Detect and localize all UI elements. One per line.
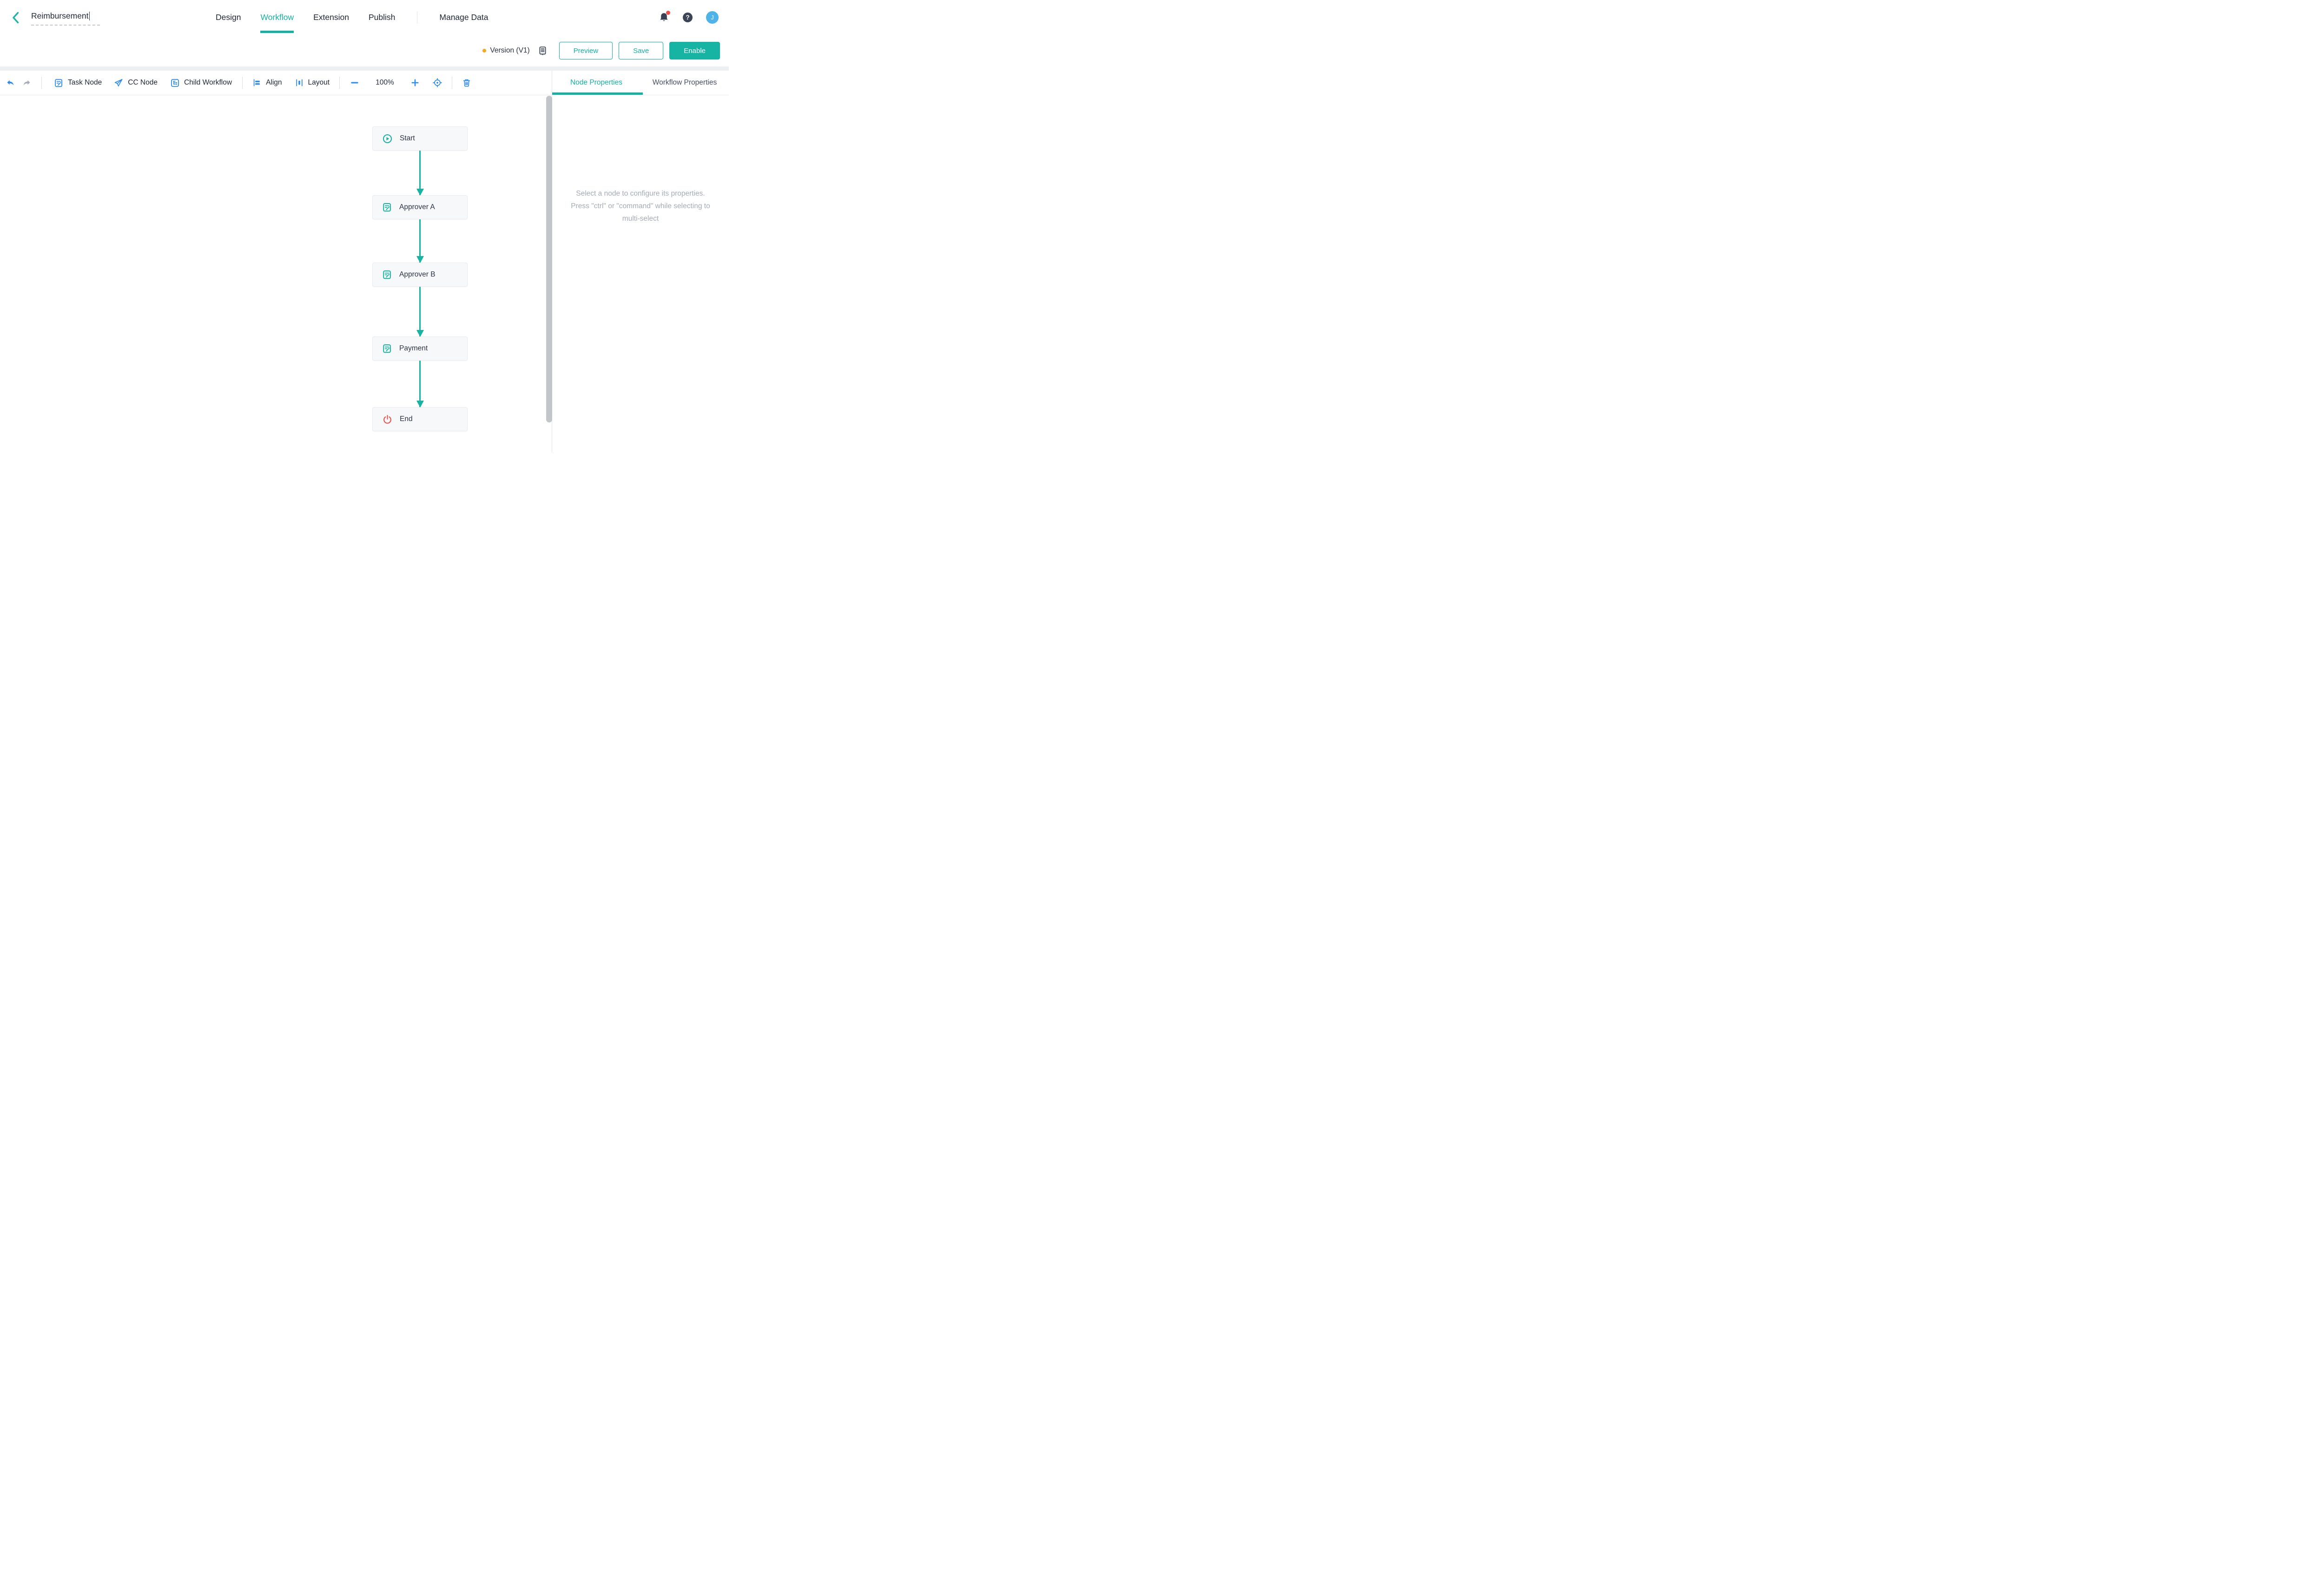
workflow-edge (416, 361, 424, 408)
chevron-left-icon (11, 12, 20, 24)
hint-line: Press "ctrl" or "command" while selectin… (571, 202, 710, 210)
undo-icon (7, 80, 14, 85)
node-approver-b[interactable]: Approver B (372, 263, 468, 287)
node-label: End (400, 415, 413, 423)
task-icon (383, 270, 392, 279)
delete-button[interactable] (462, 79, 471, 87)
work-area: Task Node CC Node Child Workflow Align (0, 71, 729, 453)
workflow-title-input[interactable]: Reimbursement (31, 11, 100, 26)
task-node-icon (55, 79, 62, 87)
toolbar-divider (339, 77, 340, 89)
release-notes-icon (539, 46, 546, 55)
back-button[interactable] (11, 12, 20, 24)
cc-node-label: CC Node (128, 79, 158, 86)
child-workflow-label: Child Workflow (184, 79, 232, 86)
minus-icon (351, 82, 358, 84)
text-caret (89, 12, 90, 20)
question-mark-icon: ? (686, 14, 690, 21)
node-start[interactable]: Start (372, 126, 468, 151)
layout-label: Layout (308, 79, 330, 86)
tab-manage-data[interactable]: Manage Data (439, 13, 489, 22)
play-circle-icon (383, 134, 392, 144)
zoom-in-button[interactable] (411, 79, 419, 87)
add-task-node-button[interactable]: Task Node (54, 79, 102, 87)
tab-design[interactable]: Design (216, 13, 241, 22)
align-button[interactable]: Align (253, 79, 282, 87)
toolbar-divider (242, 77, 243, 89)
canvas-toolbar: Task Node CC Node Child Workflow Align (0, 71, 552, 95)
properties-panel: Node Properties Workflow Properties Sele… (552, 71, 729, 453)
node-label: Approver A (399, 203, 435, 211)
panel-body: Select a node to configure its propertie… (552, 95, 729, 453)
hint-line: multi-select (622, 215, 659, 223)
undo-button[interactable] (6, 79, 15, 87)
save-button[interactable]: Save (619, 42, 664, 59)
redo-icon (23, 80, 30, 85)
node-label: Payment (399, 344, 428, 352)
align-label: Align (266, 79, 282, 86)
locate-button[interactable] (432, 78, 442, 87)
workflow-edge (416, 287, 424, 337)
workflow-canvas[interactable]: Start Approver A Approver B (0, 95, 552, 453)
vertical-scrollbar[interactable] (546, 96, 552, 422)
plus-icon (411, 79, 419, 86)
header: Reimbursement Design Workflow Extension … (0, 0, 729, 35)
editor-main: Task Node CC Node Child Workflow Align (0, 71, 552, 453)
add-cc-node-button[interactable]: CC Node (114, 79, 158, 87)
enable-button[interactable]: Enable (669, 42, 720, 59)
notifications-button[interactable] (659, 10, 670, 23)
toolbar-divider (41, 77, 42, 89)
redo-button[interactable] (22, 79, 31, 87)
trash-icon (463, 79, 470, 87)
workflow-edge (416, 219, 424, 263)
tab-workflow[interactable]: Workflow (251, 0, 304, 35)
preview-button[interactable]: Preview (559, 42, 613, 59)
task-node-label: Task Node (68, 79, 102, 86)
node-label: Start (400, 134, 415, 142)
zoom-level: 100% (376, 79, 394, 86)
help-button[interactable]: ? (683, 13, 693, 22)
section-separator (0, 66, 729, 71)
workflow-edge (416, 151, 424, 196)
add-child-workflow-button[interactable]: Child Workflow (171, 79, 232, 87)
cc-node-icon (115, 79, 123, 86)
node-payment[interactable]: Payment (372, 336, 468, 361)
tab-publish[interactable]: Publish (368, 13, 396, 22)
version-indicator: Version (V1) (482, 46, 546, 55)
tab-workflow-properties[interactable]: Workflow Properties (652, 79, 717, 86)
align-icon (253, 79, 260, 86)
user-avatar[interactable]: J (706, 11, 719, 24)
avatar-initial: J (711, 14, 714, 21)
workflow-title: Reimbursement (31, 11, 89, 20)
main-nav: Design Workflow Extension Publish Manage… (206, 0, 498, 35)
task-icon (383, 203, 392, 212)
version-status-dot (482, 49, 487, 53)
power-icon (383, 415, 392, 424)
layout-button[interactable]: Layout (295, 79, 330, 87)
layout-icon (296, 79, 303, 86)
unread-badge (666, 10, 670, 15)
bell-icon (659, 12, 669, 23)
version-notes-button[interactable] (539, 46, 547, 55)
empty-selection-hint: Select a node to configure its propertie… (554, 187, 727, 453)
tab-extension[interactable]: Extension (313, 13, 349, 22)
zoom-out-button[interactable] (350, 79, 359, 87)
crosshair-icon (432, 78, 442, 87)
task-icon (383, 344, 392, 353)
node-end[interactable]: End (372, 407, 468, 431)
workflow-designer-app: Reimbursement Design Workflow Extension … (0, 0, 729, 453)
header-actions: ? J (659, 0, 719, 35)
version-label: Version (V1) (490, 46, 530, 54)
action-bar: Version (V1) Preview Save Enable (0, 35, 729, 66)
child-workflow-icon (171, 79, 179, 87)
tab-node-properties[interactable]: Node Properties (570, 79, 622, 86)
node-label: Approver B (399, 270, 436, 278)
panel-tabs: Node Properties Workflow Properties (552, 71, 729, 95)
node-approver-a[interactable]: Approver A (372, 195, 468, 219)
hint-line: Select a node to configure its propertie… (576, 190, 705, 198)
